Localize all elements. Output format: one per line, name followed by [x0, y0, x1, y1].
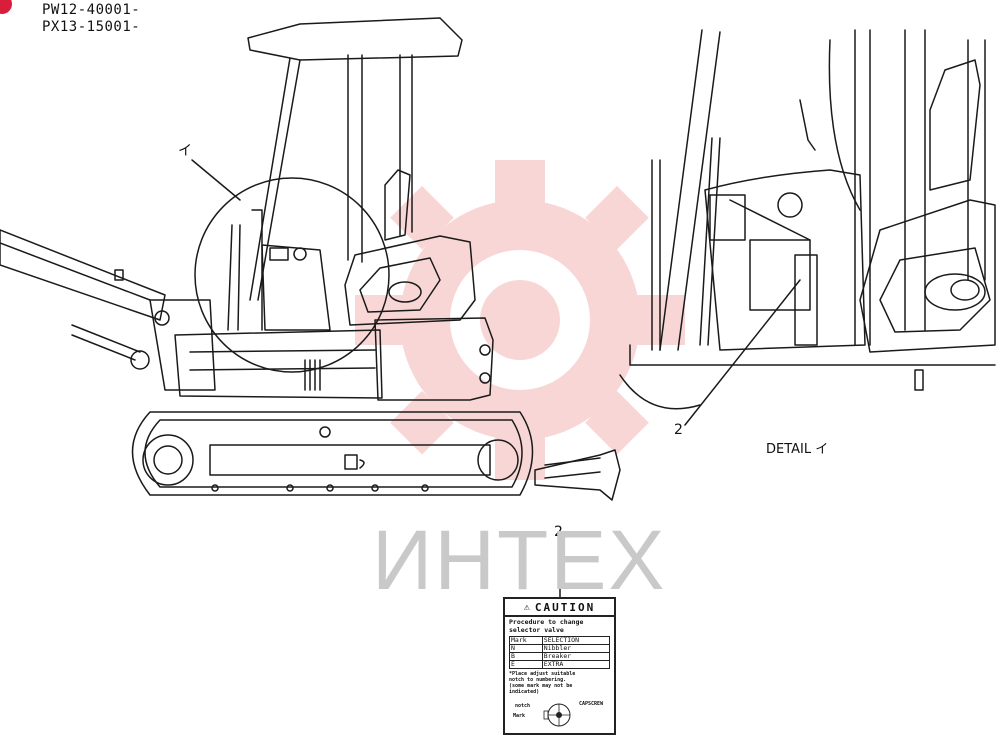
detail-seat: [929, 59, 981, 191]
detail-rear-post: [904, 29, 926, 331]
decal-note: *Place adjust suitable notch to numberin…: [509, 671, 576, 695]
engine-hood: [344, 235, 476, 326]
boom-cylinder: [71, 324, 141, 361]
part-number-detail: 2: [674, 422, 683, 438]
caution-decal-location: [794, 254, 818, 346]
center-post: [347, 54, 363, 263]
leader-line-detail: [191, 159, 241, 201]
detail-circle: [194, 177, 390, 373]
watermark-gear-logo: [355, 160, 685, 480]
serial-range-2: PX13-15001-: [42, 19, 141, 35]
leader-line-part2: [684, 279, 801, 426]
idler-wheel: [477, 439, 519, 481]
valve-dial-icon: [543, 703, 571, 727]
serial-range-1: PW12-40001-: [42, 2, 141, 18]
decal-title-line2: selector valve: [509, 625, 564, 634]
detail-center-post: [854, 29, 871, 346]
counterweight: [374, 317, 494, 401]
detail-view-label: DETAIL イ: [766, 442, 829, 457]
upper-frame: [174, 329, 383, 399]
caution-decal: ⚠ CAUTION Procedure to change selector v…: [503, 597, 616, 735]
corner-badge: [0, 0, 12, 14]
rear-post: [399, 54, 413, 236]
watermark-text: ИНТЕХ: [372, 513, 667, 607]
decal-mark-label: Mark: [513, 713, 526, 719]
decal-notch-label: notch: [515, 703, 531, 709]
dozer-blade: [534, 449, 621, 501]
detail-callout-marker: イ: [178, 143, 192, 159]
detail-panel: [704, 169, 866, 351]
front-post: [249, 57, 301, 301]
track: [131, 411, 534, 496]
decal-capscrew-label: CAPSCREW: [579, 701, 604, 707]
detail-hood: [859, 199, 996, 353]
drive-sprocket: [142, 434, 194, 486]
canopy-roof: [247, 17, 463, 61]
decal-header: ⚠ CAUTION: [505, 599, 614, 617]
warning-triangle-icon: ⚠: [523, 601, 532, 613]
seat-back: [384, 169, 411, 241]
detail-front-post: [659, 29, 721, 351]
boom: [0, 229, 166, 321]
decal-title-line1: Procedure to change: [509, 618, 584, 626]
part-number-decal: 2: [554, 524, 563, 540]
